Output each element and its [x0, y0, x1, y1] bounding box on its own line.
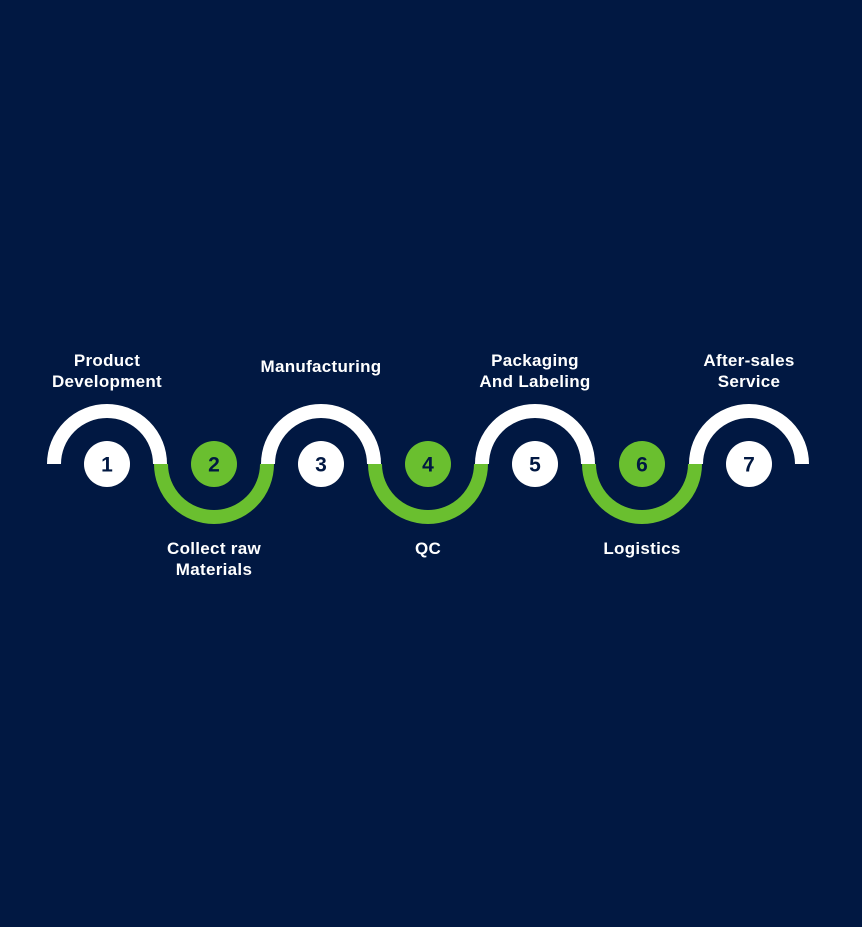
- wave-arc-5: [475, 404, 595, 465]
- step-label-line: Packaging: [491, 351, 579, 370]
- step-label-line: Collect raw: [167, 539, 261, 558]
- step-node-2: [191, 441, 237, 487]
- step-label-line: Manufacturing: [260, 357, 381, 376]
- step-number-4: 4: [422, 454, 434, 477]
- step-number-2: 2: [208, 454, 220, 477]
- wave-arc-3: [261, 404, 381, 465]
- step-node-6: [619, 441, 665, 487]
- step-node-1: [84, 441, 130, 487]
- step-label-line: Service: [718, 372, 781, 391]
- step-node-5: [512, 441, 558, 487]
- step-label-4: QC: [415, 539, 441, 558]
- step-node-4: [405, 441, 451, 487]
- step-node-3: [298, 441, 344, 487]
- step-number-3: 3: [315, 454, 327, 477]
- step-label-6: Logistics: [603, 539, 680, 558]
- wave-arc-7: [689, 404, 809, 465]
- wave-arc-2: [154, 463, 274, 524]
- step-label-line: QC: [415, 539, 441, 558]
- step-nodes: 1 2 3 4 5 6 7: [84, 441, 772, 487]
- step-label-line: Product: [74, 351, 140, 370]
- wave-arc-1: [47, 404, 167, 465]
- step-label-line: And Labeling: [479, 372, 590, 391]
- step-number-7: 7: [743, 454, 755, 477]
- step-label-line: Materials: [176, 560, 252, 579]
- wave-arcs: [47, 404, 809, 524]
- step-label-line: Logistics: [603, 539, 680, 558]
- wave-arc-6: [582, 463, 702, 524]
- step-number-6: 6: [636, 454, 648, 477]
- wave-arc-4: [368, 463, 488, 524]
- step-number-1: 1: [101, 454, 113, 477]
- step-label-line: After-sales: [703, 351, 794, 370]
- step-label-3: Manufacturing: [260, 357, 381, 376]
- step-label-line: Development: [52, 372, 162, 391]
- step-node-7: [726, 441, 772, 487]
- step-number-5: 5: [529, 454, 541, 477]
